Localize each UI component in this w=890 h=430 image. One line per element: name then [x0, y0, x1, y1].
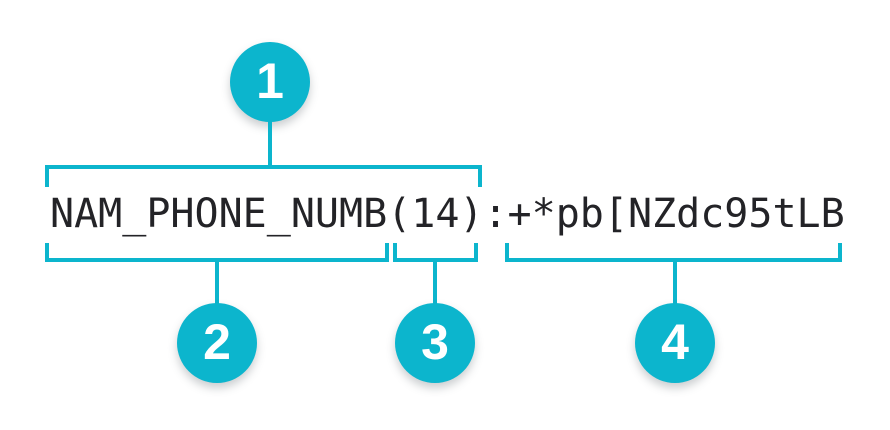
callout-badge-2: 2	[177, 303, 257, 383]
callout-number-3: 3	[421, 314, 449, 370]
connector-line-1	[268, 120, 272, 166]
callout-badge-3: 3	[395, 303, 475, 383]
bracket-callout-3	[393, 243, 478, 262]
callout-badge-1: 1	[230, 42, 310, 122]
bracket-callout-2	[45, 243, 389, 262]
connector-line-4	[673, 262, 677, 306]
bracket-callout-4	[505, 243, 842, 262]
code-string: NAM_PHONE_NUMB(14):+*pb[NZdc95tLB	[50, 191, 845, 237]
callout-number-1: 1	[256, 53, 284, 109]
connector-line-2	[215, 262, 219, 306]
bracket-callout-1	[45, 165, 482, 187]
callout-number-2: 2	[203, 314, 231, 370]
callout-number-4: 4	[661, 314, 689, 370]
callout-badge-4: 4	[635, 303, 715, 383]
connector-line-3	[433, 262, 437, 306]
